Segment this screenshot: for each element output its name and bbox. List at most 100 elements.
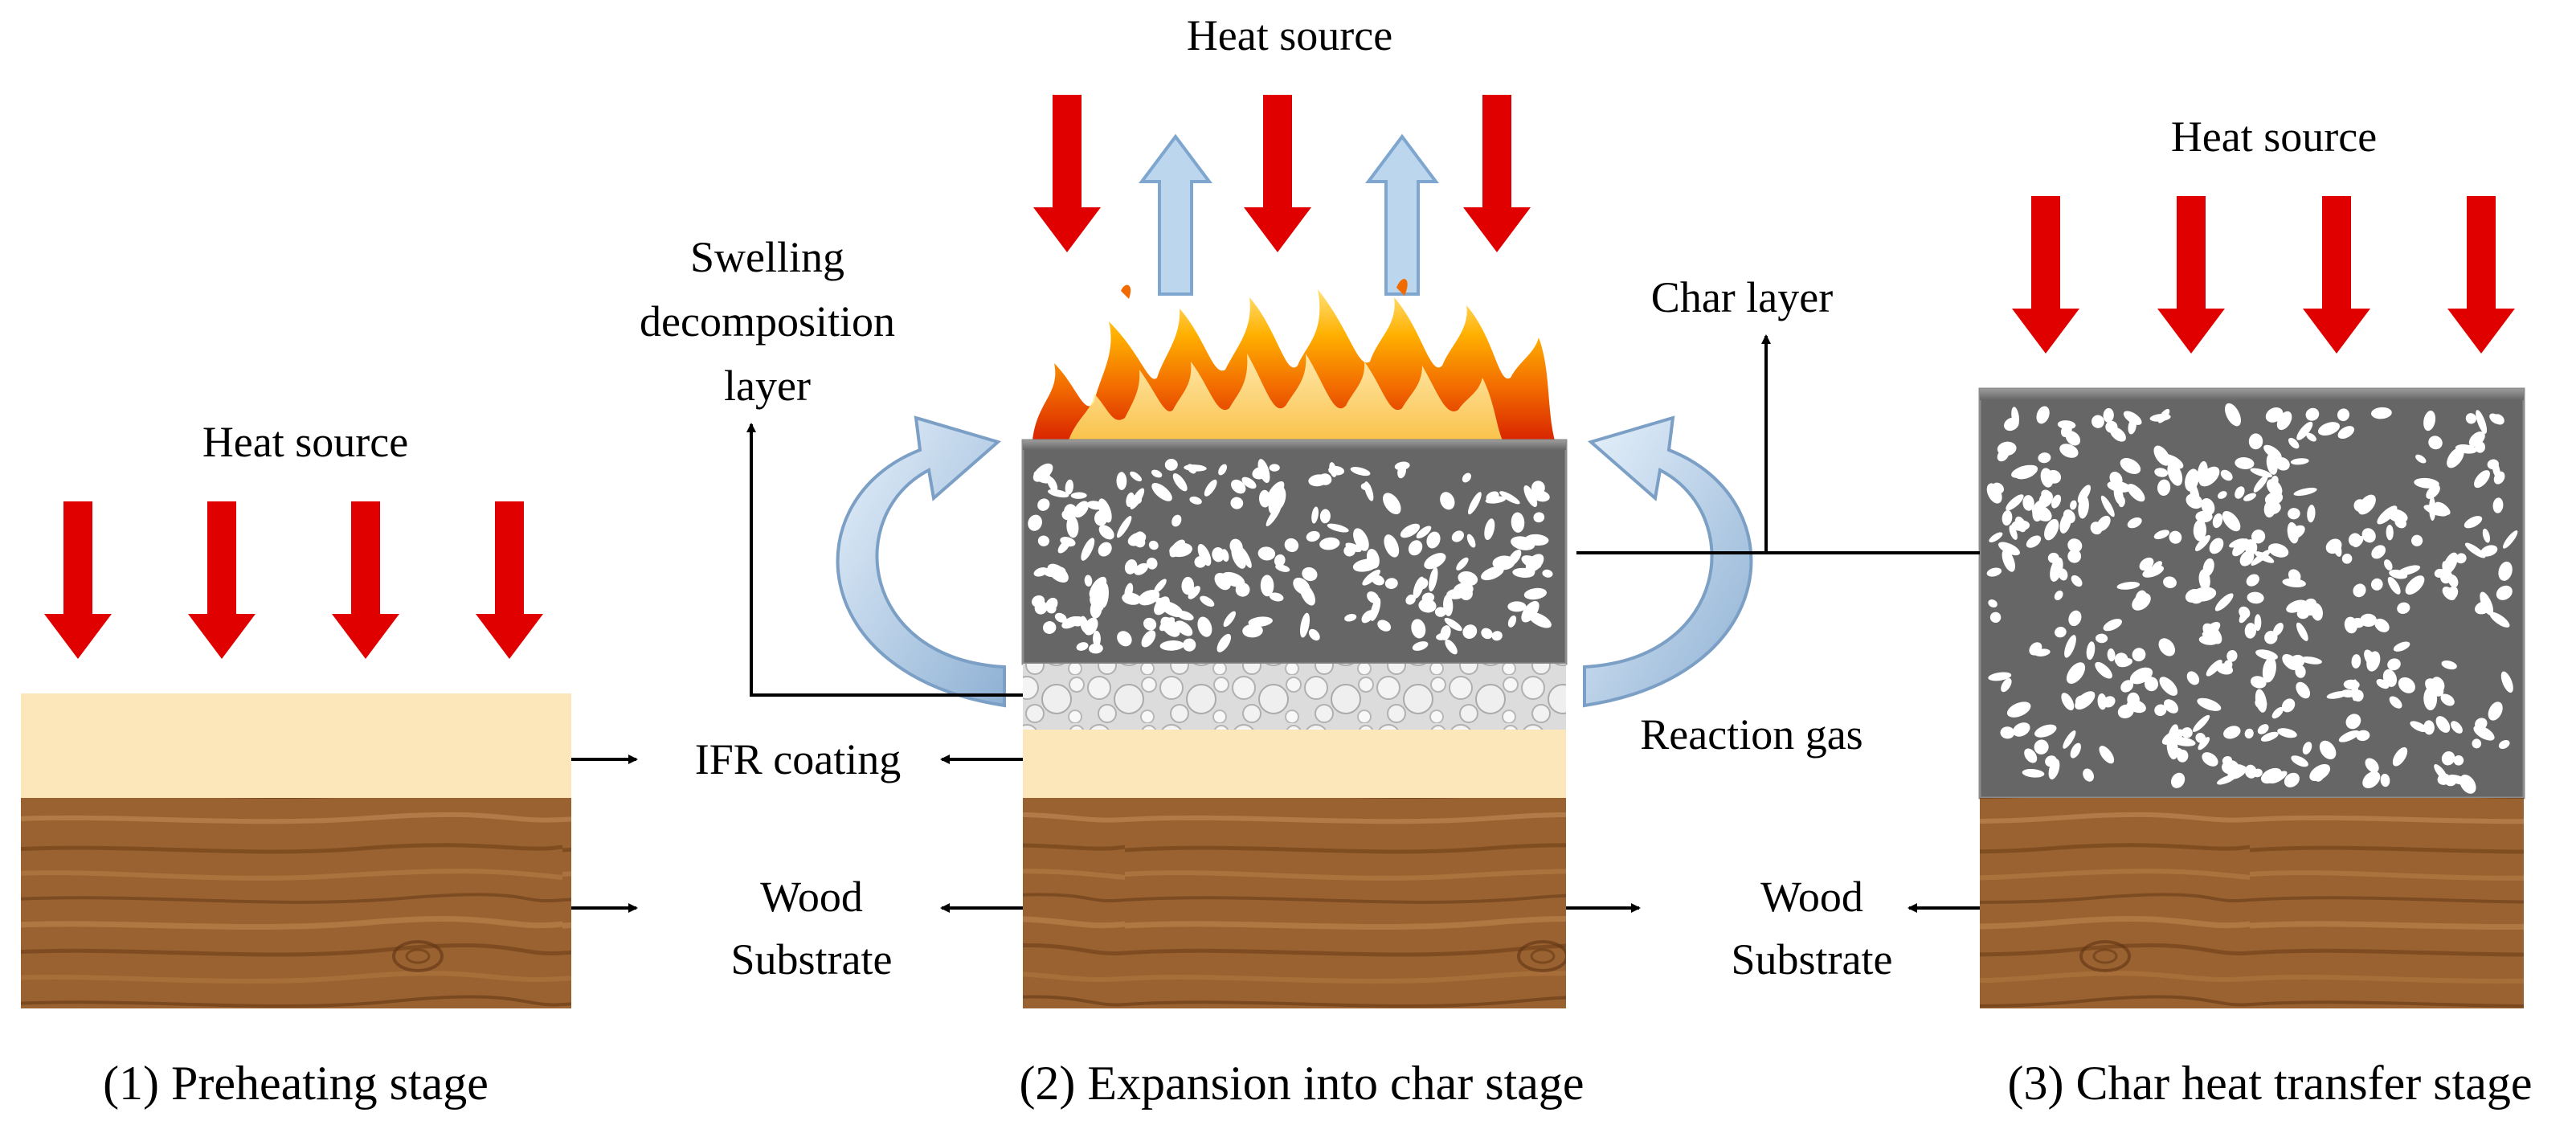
char-pore [1034,600,1048,615]
char-pore [2476,410,2488,434]
char-pore [2250,676,2267,689]
char-pore [1194,555,1207,568]
char-pore [2212,513,2223,529]
char-pore [1187,464,1196,474]
char-pore [2222,760,2239,775]
char-pore [2326,691,2349,699]
char-pore [2154,468,2169,477]
char-pore [1986,567,2002,577]
char-pore [2488,701,2503,721]
char-pore [1308,628,1320,641]
char-pore [2170,772,2186,788]
char-pore [2464,542,2486,558]
char-pore [1416,526,1432,539]
stage-preheating: Heat source [21,418,571,1008]
char-pore [2239,550,2255,566]
char-pore [2387,576,2401,595]
char-pore [2251,529,2266,544]
char-pore [2411,534,2423,546]
char-pore [1507,615,1517,628]
char-pore [1146,558,1158,570]
char-pore [2244,623,2257,639]
char-pore [2364,649,2377,667]
char-pore [2006,701,2031,718]
stage-caption-1: (1) Preheating stage [103,1057,489,1110]
annotation-swelling: Swelling decomposition layer [640,233,1023,697]
char-pore [2351,679,2358,701]
char-pore [2224,403,2242,427]
char-pore [1456,557,1469,571]
char-pore [2217,775,2236,785]
char-pore [1164,458,1178,471]
char-pore [1988,599,1997,608]
heat-arrow-icon [1244,95,1311,252]
char-pore [2489,413,2501,424]
char-pore [1299,612,1310,638]
char-pore [2472,738,2482,749]
char-pore [1216,633,1232,652]
char-pore [2423,720,2435,735]
char-pore [2302,742,2312,755]
wood-label-left-line2: Substrate [731,935,893,984]
char-pore [2500,671,2513,693]
char-pore [2474,470,2490,489]
char-pore [1523,485,1538,508]
char-pore [1047,489,1069,498]
heat-arrow-icon [1033,95,1101,252]
char-pore [1988,672,2012,681]
char-pore [2293,487,2317,497]
char-pore [2169,530,2182,544]
char-pore [1076,642,1089,651]
char-pore [1081,538,1095,561]
char-pore [2118,497,2125,508]
heat-source-label-left: Heat source [202,418,408,466]
char-pore [1370,597,1381,621]
char-pore [1223,611,1236,628]
char-pore [2338,730,2360,742]
char-pore [2048,759,2060,779]
char-pore [1444,617,1462,632]
char-pore [1269,464,1280,472]
char-pore [2266,453,2278,475]
char-pore [2014,516,2026,533]
char-pore [1094,510,1108,526]
char-pore [2351,654,2361,669]
char-pore [2036,406,2050,424]
char-pore [1117,515,1132,538]
annotation-char-layer: Char layer [1576,273,1980,554]
char-pore [2186,671,2200,685]
char-pore [2244,764,2257,779]
char-pore [2063,509,2075,524]
char-pore [2300,656,2322,665]
char-pore [2095,661,2112,679]
char-pore [2425,678,2444,697]
char-pore [2397,602,2410,615]
char-pore [2109,471,2123,486]
char-pore [2489,611,2510,628]
char-pore [1197,544,1212,566]
char-pore [2038,452,2051,464]
char-pore [2498,561,2513,581]
char-pore [1231,545,1246,569]
char-pore [2220,469,2233,481]
char-pore [2345,714,2361,730]
char-pore [2060,424,2072,438]
char-pore [2103,407,2114,423]
char-pore [2083,768,2095,782]
char-pore [1181,576,1195,595]
char-pore [2157,479,2171,496]
char-pore [2040,468,2054,488]
char-pore [2284,772,2300,787]
char-pore [1417,578,1429,590]
char-pore [1045,597,1058,611]
char-pore [1418,599,1437,613]
char-pore [2002,509,2013,526]
char-pore [2370,578,2383,591]
wood-label-right-line1: Wood [1760,873,1863,921]
char-pore [1411,619,1426,639]
char-pore [2235,486,2245,499]
char-pore [1143,617,1157,631]
char-pore [2198,569,2210,591]
char-pore [2135,590,2149,609]
char-pore [1054,612,1067,623]
